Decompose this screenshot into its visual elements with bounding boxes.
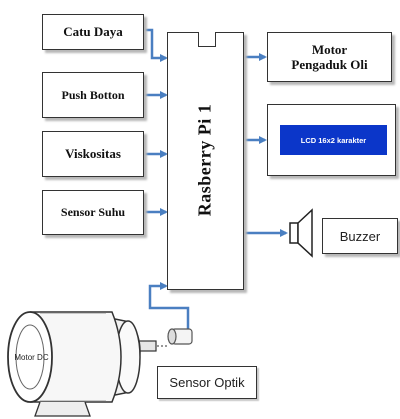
buzzer-block: Buzzer bbox=[322, 218, 398, 254]
optical-sensor-icon bbox=[153, 328, 193, 347]
viskositas-block: Viskositas bbox=[42, 131, 144, 177]
motor-dc-drawing bbox=[7, 311, 157, 417]
catu-daya-block: Catu Daya bbox=[42, 14, 144, 50]
arrow-catu-daya bbox=[144, 28, 168, 62]
sensor-suhu-label: Sensor Suhu bbox=[60, 205, 126, 219]
push-botton-label: Push Botton bbox=[61, 87, 125, 102]
buzzer-label: Buzzer bbox=[339, 228, 381, 244]
viskositas-label: Viskositas bbox=[65, 146, 121, 161]
push-botton-block: Push Botton bbox=[42, 72, 144, 118]
arrow-sensor-optik bbox=[148, 282, 190, 336]
motor-pengaduk-block: Motor Pengaduk Oli bbox=[267, 32, 392, 82]
chip-notch bbox=[198, 31, 216, 47]
speaker-icon bbox=[289, 208, 313, 258]
raspberry-pi-label: Rasberry Pi 1 bbox=[194, 103, 215, 217]
motor-label-line1: Motor bbox=[311, 42, 348, 57]
sensor-optik-label: Sensor Optik bbox=[169, 375, 245, 390]
lcd-screen: LCD 16x2 karakter bbox=[280, 125, 387, 155]
sensor-suhu-block: Sensor Suhu bbox=[42, 190, 144, 235]
motor-label-line2: Pengaduk Oli bbox=[291, 57, 368, 72]
sensor-optik-block: Sensor Optik bbox=[157, 366, 257, 399]
catu-daya-label: Catu Daya bbox=[63, 24, 123, 39]
raspberry-pi-block bbox=[167, 31, 244, 290]
motor-dc-label: Motor DC bbox=[14, 352, 49, 362]
